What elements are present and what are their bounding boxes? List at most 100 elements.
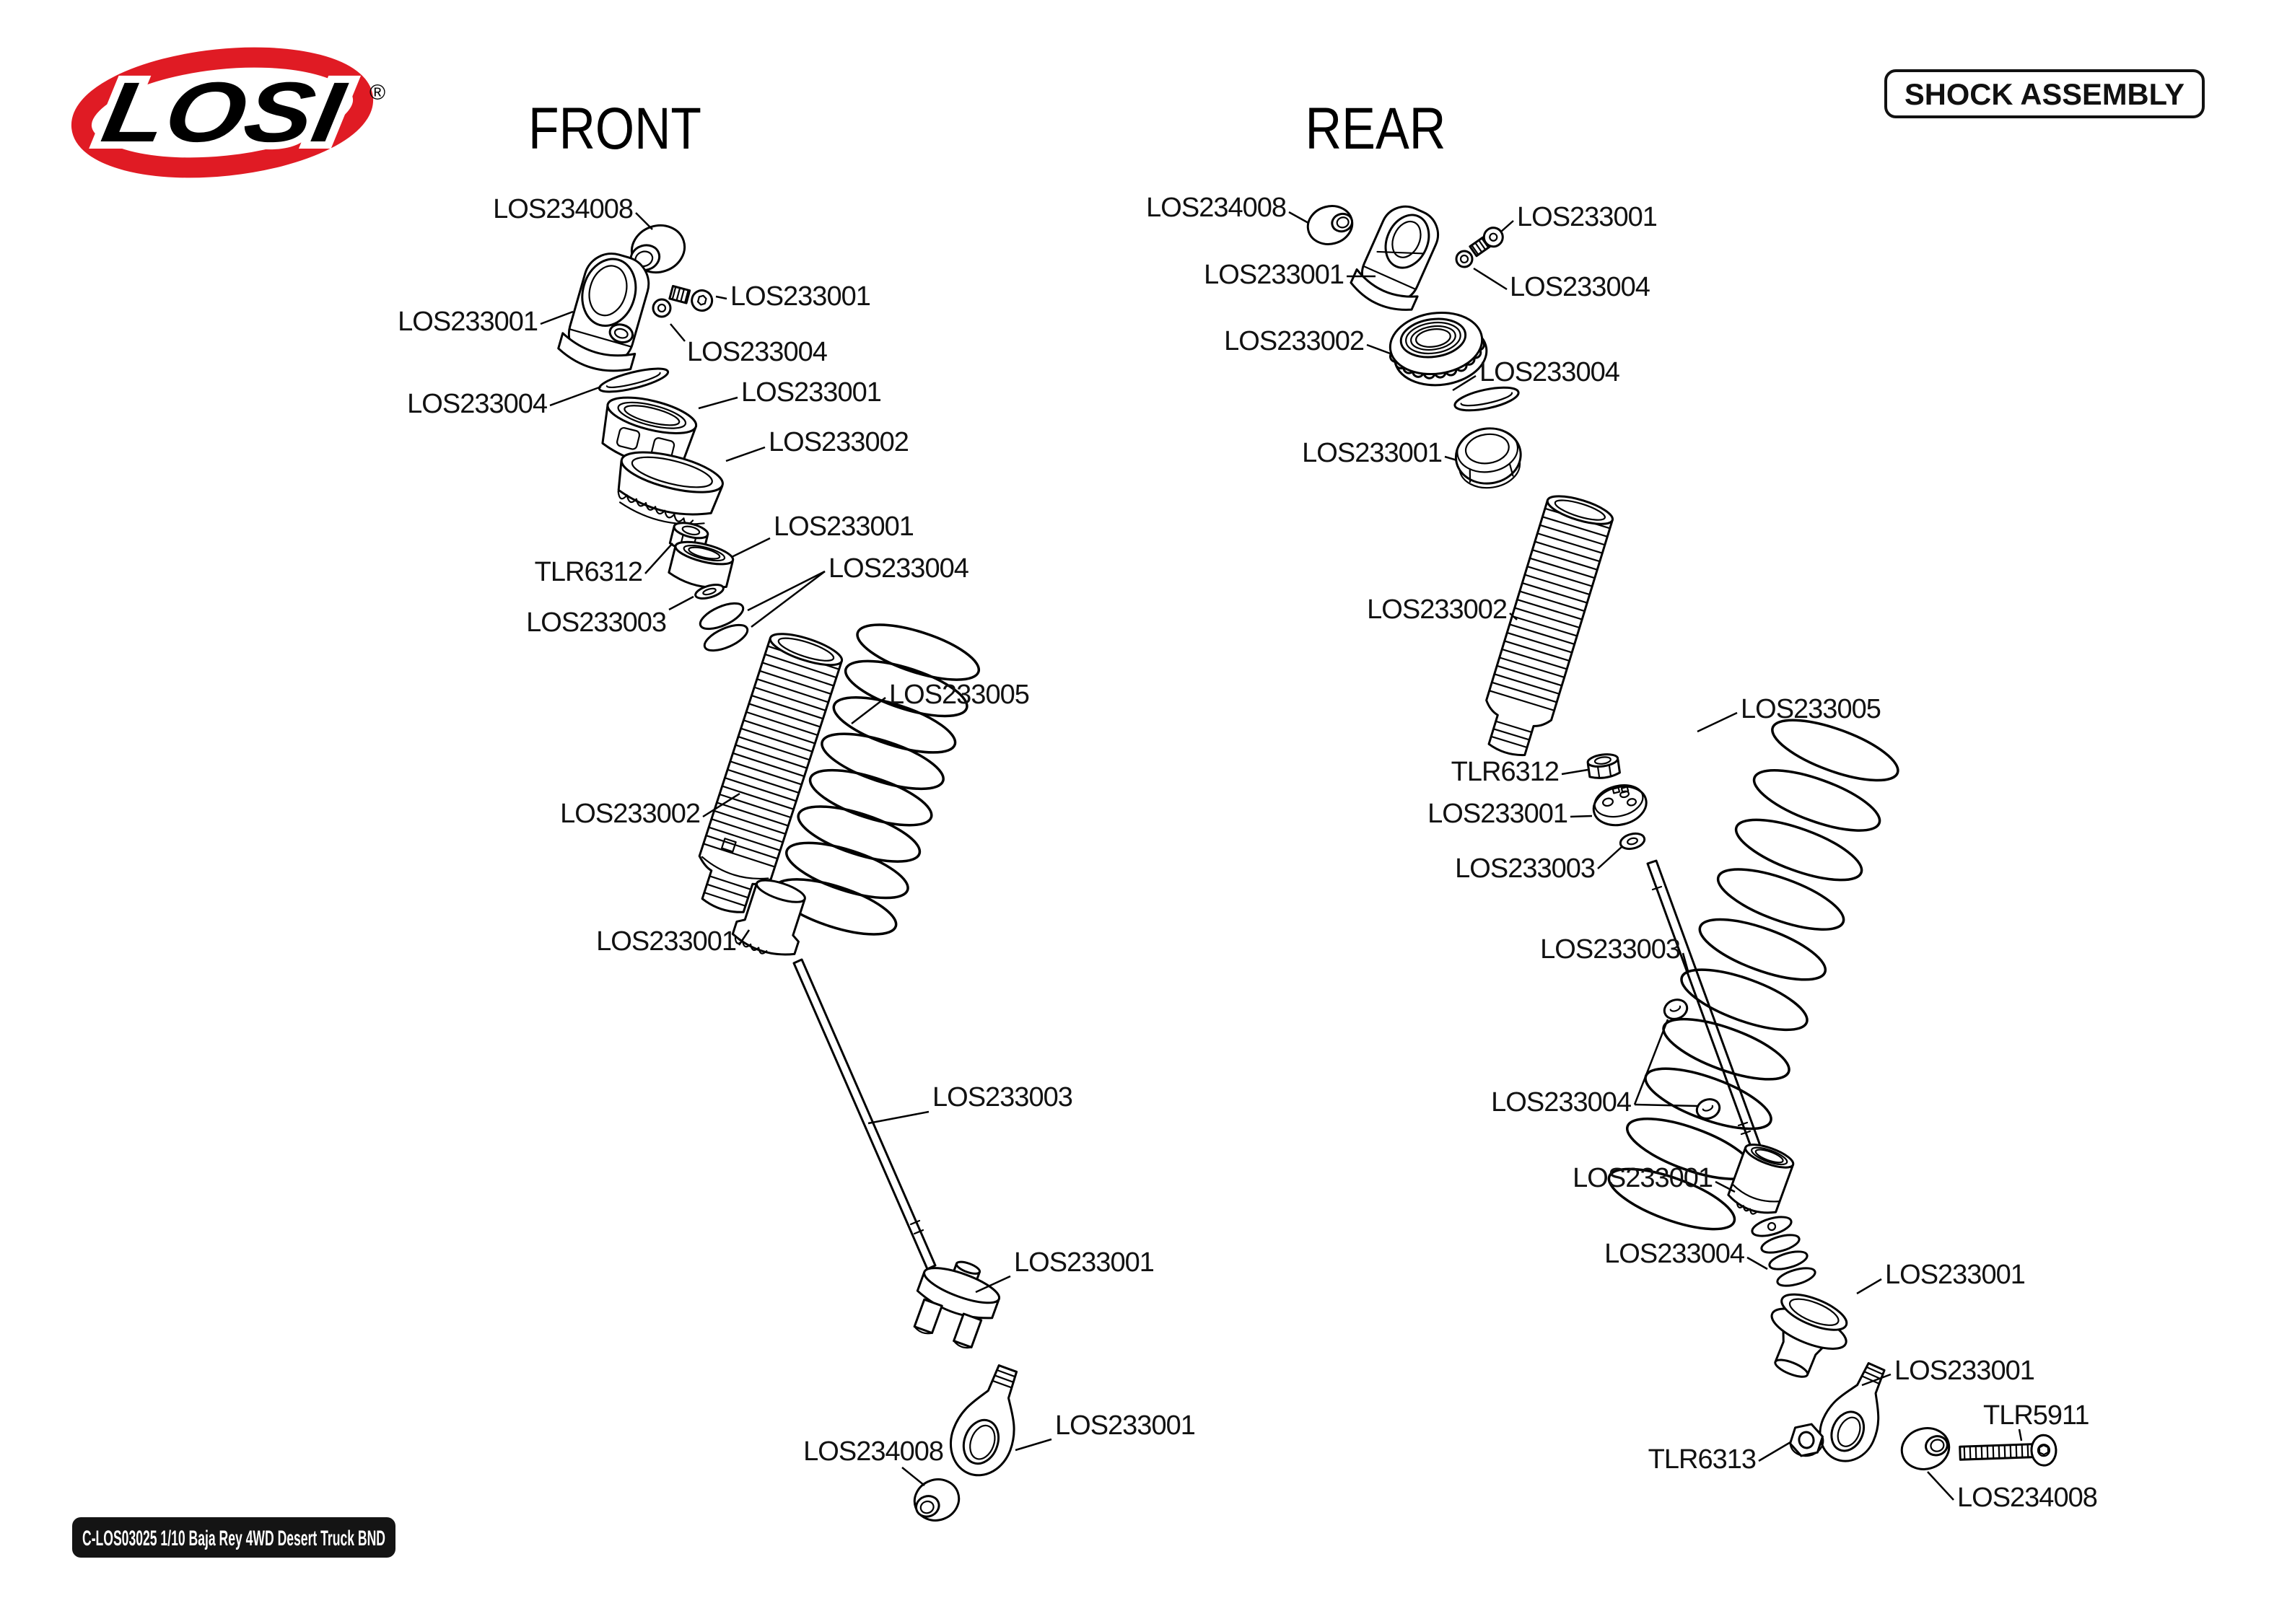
part-label: LOS233001 [1204,260,1344,290]
footer-bar: C-LOS03025 1/10 Baja Rey 4WD Desert Truc… [72,1517,395,1558]
part-label: LOS234008 [803,1436,943,1467]
leader-line [1500,220,1514,232]
front-screw-drawing [668,285,714,312]
shock-assembly-badge: SHOCK ASSEMBLY [1884,69,2205,118]
leader-line [731,537,771,558]
rear-labels: LOS234008 LOS233001 LOS233001 LOS233004 … [1146,193,2098,1513]
part-label: LOS233004 [687,337,828,367]
part-label: LOS233005 [889,680,1029,710]
leader-line [1861,1373,1892,1387]
rear-shock-drawing [1306,205,2057,1470]
leader-line [1927,1471,1954,1501]
part-label: LOS234008 [1957,1483,2097,1513]
front-seal-cartridge-drawing [668,540,735,589]
leader-line [644,543,673,574]
part-label: LOS233001 [1055,1410,1195,1441]
part-label: TLR6312 [535,557,642,587]
leader-line [702,792,740,818]
leader-line [1509,613,1518,620]
part-label: LOS234008 [1146,193,1286,223]
part-label: LOS233001 [1427,799,1567,829]
part-label: LOS233004 [1604,1239,1745,1269]
leader-line [540,310,574,325]
front-shim-washer-drawing [694,584,725,600]
part-label: LOS233001 [730,281,870,312]
front-adjuster-nut-drawing [617,451,724,525]
leader-line [1570,815,1593,818]
front-shock-body-drawing [698,633,844,913]
part-label: TLR6312 [1451,757,1559,787]
rear-washer-drawing [1455,250,1474,268]
leader-line [1697,711,1738,733]
badge-label: SHOCK ASSEMBLY [1905,77,2185,111]
leader-line [1634,1103,1698,1107]
rear-rod-end-drawing [1819,1362,1886,1462]
part-label: LOS233002 [769,427,909,457]
part-label: LOS233005 [1741,694,1881,724]
leader-line [1633,1019,1669,1105]
leader-line [725,446,766,462]
rear-oring-stack-drawing [1751,1216,1816,1287]
front-spring-drawing [773,623,981,936]
leader-line [668,595,694,611]
leader-line [549,385,602,407]
rear-shock-body-drawing [1485,495,1614,757]
rear-piston-drawing [1592,784,1648,827]
front-piston-drawing [913,1260,1001,1349]
part-label: TLR6313 [1648,1444,1756,1475]
leader-line [851,697,886,724]
badge-border [1884,69,2205,118]
front-lower-pivot-ball-drawing [913,1478,961,1522]
rear-seal-cartridge-drawing [1727,1144,1795,1215]
rear-screw-drawing [1469,227,1504,258]
part-label: LOS233004 [828,553,969,584]
part-label: LOS233001 [1573,1163,1713,1193]
leader-line [1682,952,1689,972]
part-label: LOS233003 [1455,853,1595,884]
front-shock-eyelet-drawing [557,253,650,372]
front-labels: LOS234008 LOS233001 LOS233001 LOS233004 … [398,194,1196,1486]
part-label: TLR5911 [1983,1400,2089,1431]
rear-adjuster-nut-drawing [1389,311,1488,387]
rear-lock-nut-drawing [1586,753,1621,779]
leader-line [1015,1438,1052,1452]
part-label: LOS233002 [560,799,700,829]
losi-logo: LOSI ® [71,47,385,178]
part-label: LOS233002 [1367,594,1507,625]
rear-spring-cup-drawing [1770,1293,1848,1378]
footer-bar-background [72,1517,395,1558]
leader-line [1473,267,1508,291]
rear-lower-pivot-ball-drawing [1900,1427,1951,1470]
part-label: LOS233001 [1302,438,1442,468]
leader-line [751,571,826,628]
leader-line [1452,374,1477,392]
leader-line [715,295,727,300]
part-label: LOS233001 [1517,202,1657,232]
part-label: LOS233004 [1491,1087,1632,1118]
leader-line [1746,1256,1768,1270]
leader-line [1366,343,1393,356]
footer-label: C-LOS03025 1/10 Baja Rey 4WD Desert Truc… [82,1527,385,1550]
front-section-title: FRONT [528,96,701,162]
part-label: LOS233001 [741,377,881,408]
rear-flange-nut-drawing [1789,1423,1824,1457]
part-label: LOS233003 [526,607,666,638]
leader-line [901,1467,925,1486]
part-label: LOS233004 [1510,272,1650,302]
leader-line [1715,1180,1736,1193]
front-shock-shaft-drawing [792,958,937,1270]
leader-line [635,212,653,230]
leader-line [670,323,686,342]
front-rod-end-drawing [950,1364,1018,1477]
leader-line [1856,1278,1882,1295]
rear-oring-large-drawing [1453,386,1520,412]
front-shock-drawing [557,224,1018,1522]
leader-line [1288,211,1309,224]
part-label: LOS233002 [1224,326,1364,356]
part-label: LOS233004 [407,389,548,419]
leader-line [698,396,738,410]
leader-line [2018,1428,2023,1441]
rear-section-title: REAR [1306,96,1446,162]
